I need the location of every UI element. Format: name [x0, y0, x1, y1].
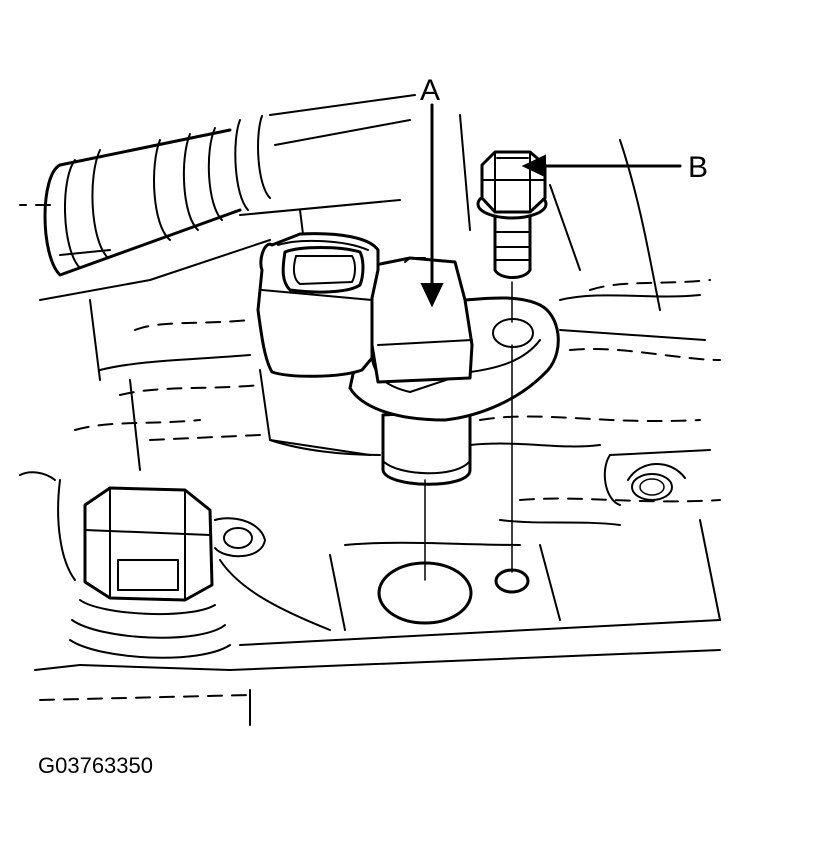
bolt-hole [494, 568, 530, 594]
engine-casting [19, 94, 721, 726]
sensor-a [256, 232, 560, 486]
callout-b-arrow [521, 154, 682, 178]
callout-label-b: B [688, 151, 708, 184]
callout-a-arrow [420, 103, 444, 308]
figure-code: G03763350 [38, 753, 153, 778]
callout-label-a: A [420, 74, 440, 107]
alignment-lines [424, 281, 513, 581]
bolt-b [476, 150, 548, 279]
